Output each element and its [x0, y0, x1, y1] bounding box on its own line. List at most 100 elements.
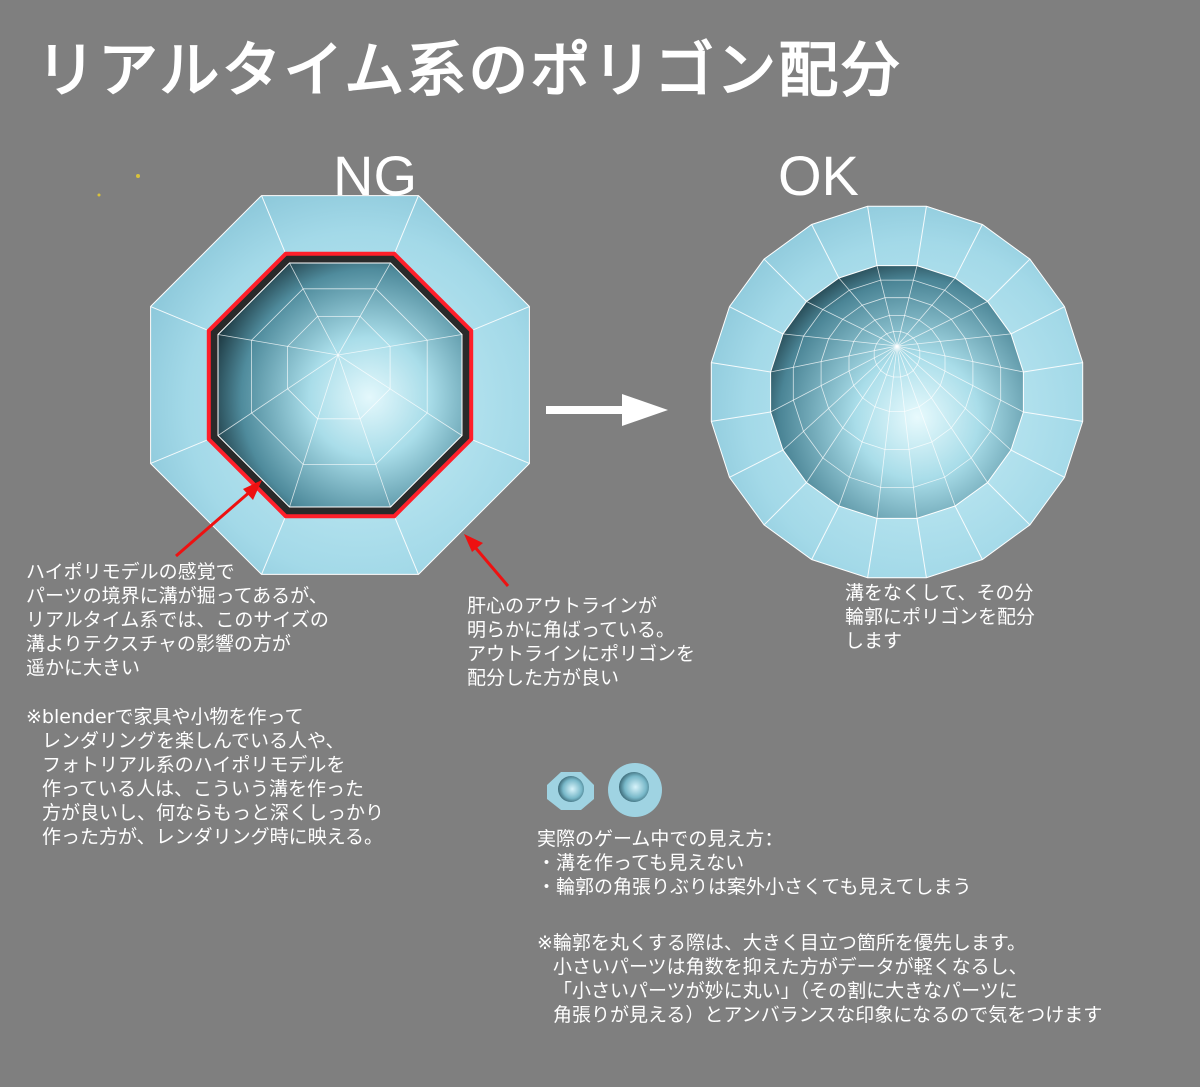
ring-edge [916, 518, 927, 578]
ring-edge [1010, 306, 1065, 335]
arrow-right-icon [546, 394, 668, 426]
dome-spoke [337, 354, 391, 508]
ok-heading: OK [778, 144, 859, 207]
note-line: ・輪郭の角張りぶりは案外小さくても見えてしまう [537, 876, 972, 898]
note-line: ハイポリモデルの感覚で [26, 561, 235, 583]
blender-note: ※blenderで家具や小物を作って レンダリングを楽しんでいる人や、 フォトリ… [26, 705, 384, 849]
dome-spoke [896, 345, 988, 483]
ring-edge [729, 449, 784, 478]
ring-edge [916, 206, 927, 266]
note-line: 溝よりテクスチャの影響の方が [26, 633, 291, 655]
note-line: 「小さいパーツが妙に丸い」（その割に大きなパーツに [553, 980, 1018, 1002]
ring-edge [1023, 362, 1083, 373]
ring-edge [987, 258, 1031, 302]
note-line: 配分した方が良い [467, 667, 620, 689]
ring-edge [150, 437, 213, 464]
dome-spoke [876, 345, 898, 519]
ring-edge [987, 482, 1031, 526]
dome-spoke [896, 277, 956, 347]
ring-edge [1023, 411, 1083, 422]
dome-spoke [838, 277, 898, 347]
ng-octagon-model [150, 195, 530, 575]
note-line: 作っている人は、こういう溝を作った [42, 778, 365, 800]
note-line: 肝心のアウトラインが [467, 595, 658, 617]
note-line: パーツの境界に溝が掘ってあるが、 [26, 585, 328, 607]
ring-edge [954, 224, 983, 279]
note-line: 遥かに大きい [26, 657, 141, 679]
page-title: リアルタイム系のポリゴン配分 [36, 36, 903, 106]
ring-edge [811, 505, 840, 560]
dome-spoke [896, 345, 1012, 451]
note-line: 角張りが見える）とアンバランスな印象になるので気をつけます [553, 1004, 1103, 1026]
dome-spoke [806, 301, 898, 347]
rounding-note: ※輪郭を丸くする際は、大きく目立つ箇所を優先します。 小さいパーツは角数を抑えた… [537, 931, 1102, 1027]
ring-edge [954, 505, 983, 560]
dome-spoke [896, 345, 956, 507]
dome-spoke [806, 345, 898, 483]
dome [217, 262, 463, 508]
ring-edge [261, 512, 288, 575]
ring-edge [392, 512, 419, 575]
ring-edge [711, 362, 771, 373]
note-line: リアルタイム系では、このサイズの [26, 609, 329, 631]
dome-spoke [896, 345, 918, 519]
ok-round-model [710, 205, 1084, 579]
dome-spoke [896, 333, 1012, 347]
ring-edge [467, 437, 530, 464]
ok-note: 溝をなくして、その分 輪郭にポリゴンを配分 します [845, 581, 1035, 653]
note-line: ・溝を作っても見えない [537, 852, 745, 874]
dome-spoke [770, 345, 898, 373]
dome-spoke [289, 354, 339, 508]
note-line: レンダリングを楽しんでいる人や、 [42, 730, 345, 752]
note-line: ※blenderで家具や小物を作って [26, 706, 304, 728]
ingame-note: 実際のゲーム中での見え方： ・溝を作っても見えない ・輪郭の角張りぶりは案外小さ… [537, 827, 972, 899]
dome-spoke [896, 265, 918, 347]
dome-spoke [876, 265, 898, 347]
speck [136, 174, 140, 178]
red-pointer-arrow-icon [175, 480, 262, 558]
dome-spoke [337, 354, 463, 436]
dome-spoke [217, 334, 339, 356]
red-pointer-arrow-icon [464, 534, 510, 587]
dome-spoke [782, 345, 898, 451]
dome-spoke [770, 345, 898, 413]
small-ng-preview [547, 772, 594, 810]
dome-spoke [896, 345, 1024, 413]
ring-edge [729, 306, 784, 335]
note-line: 小さいパーツは角数を抑えた方がデータが軽くなるし、 [553, 956, 1028, 978]
note-line: フォトリアル系のハイポリモデルを [42, 754, 346, 776]
dome-spoke [896, 301, 988, 347]
speck [97, 193, 101, 197]
dome-spoke [337, 262, 391, 356]
note-line: 実際のゲーム中での見え方： [537, 828, 784, 850]
ring-edge [711, 411, 771, 422]
ring-edge [867, 518, 878, 578]
note-line: 明らかに角ばっている。 [467, 619, 676, 641]
note-line: 方が良いし、何ならもっと深くしっかり [42, 802, 385, 824]
dome-spoke [838, 345, 898, 507]
ring-edge [867, 206, 878, 266]
ng-outline-note: 肝心のアウトラインが 明らかに角ばっている。 アウトラインにポリゴンを 配分した… [467, 594, 695, 690]
note-line: 溝をなくして、その分 [845, 582, 1034, 604]
dome-spoke [289, 262, 339, 356]
ring-edge [392, 195, 419, 258]
ring-edge [811, 224, 840, 279]
dome-spoke [782, 333, 898, 347]
note-line: 作った方が、レンダリング時に映える。 [42, 826, 384, 848]
ring-edge [150, 306, 213, 333]
ring-edge [763, 258, 807, 302]
ring-edge [261, 195, 288, 258]
small-ok-preview [608, 763, 662, 817]
dome-spoke [217, 354, 339, 436]
note-line: します [845, 630, 903, 652]
dome-spoke [896, 345, 1024, 373]
note-line: アウトラインにポリゴンを [467, 643, 696, 665]
note-line: ※輪郭を丸くする際は、大きく目立つ箇所を優先します。 [537, 932, 1027, 954]
ring-edge [763, 482, 807, 526]
ring-edge [467, 306, 530, 333]
note-line: 輪郭にポリゴンを配分 [845, 606, 1036, 628]
ring-edge [1010, 449, 1065, 478]
ng-groove-note: ハイポリモデルの感覚で パーツの境界に溝が掘ってあるが、 リアルタイム系では、こ… [26, 560, 329, 680]
dome-spoke [337, 334, 463, 356]
